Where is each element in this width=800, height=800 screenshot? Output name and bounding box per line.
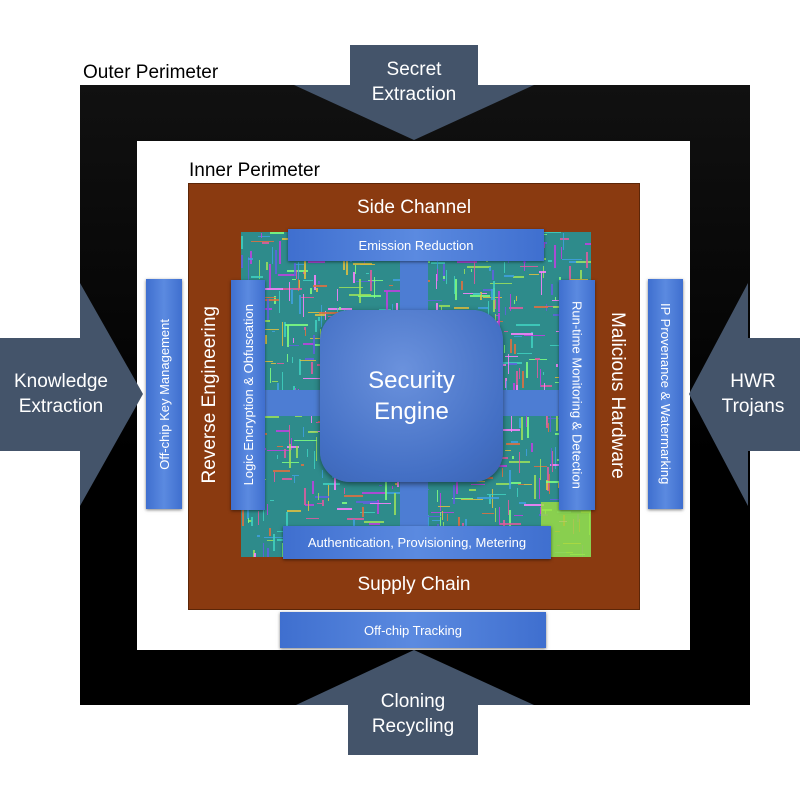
side-channel-label: Side Channel	[356, 197, 472, 218]
knowledge-extraction-arrow	[0, 283, 143, 506]
malicious-hardware-label: Malicious Hardware	[607, 311, 628, 479]
connector-top	[400, 254, 428, 314]
secret-extraction-label: Secret Extraction	[350, 58, 478, 107]
outer-perimeter-label: Outer Perimeter	[83, 62, 219, 83]
knowledge-extraction-label: Knowledge Extraction	[0, 370, 122, 419]
secret-extraction-line2: Extraction	[371, 83, 457, 105]
runtime-monitoring-bar: Run-time Monitoring & Detection	[559, 280, 595, 510]
cloning-recycling-label: Cloning Recycling	[348, 690, 478, 739]
offchip-tracking-text: Off-chip Tracking	[363, 622, 463, 638]
secret-extraction-arrow	[294, 45, 534, 140]
hwr-trojans-line2: Trojans	[721, 395, 785, 417]
logic-encryption-bar: Logic Encryption & Obfuscation	[231, 280, 265, 510]
knowledge-extraction-line2: Extraction	[18, 395, 104, 417]
offchip-tracking-bar: Off-chip Tracking	[280, 612, 546, 648]
cloning-recycling-line2: Recycling	[371, 715, 455, 737]
key-management-bar: Off-chip Key Management	[146, 279, 182, 509]
ip-provenance-bar: IP Provenance & Watermarking	[648, 279, 683, 509]
knowledge-extraction-line1: Knowledge	[13, 371, 109, 392]
security-engine-line2: Engine	[374, 398, 449, 425]
hwr-trojans-label: HWR Trojans	[706, 370, 800, 419]
emission-reduction-text: Emission Reduction	[358, 237, 474, 253]
hwr-trojans-arrow	[689, 283, 800, 506]
connector-right	[500, 390, 560, 416]
security-engine: Security Engine	[320, 310, 503, 482]
cloning-recycling-arrow	[296, 650, 534, 755]
authentication-text: Authentication, Provisioning, Metering	[307, 535, 527, 550]
secret-extraction-line1: Secret	[386, 59, 442, 80]
emission-reduction-bar: Emission Reduction	[288, 229, 544, 261]
ip-provenance-text: IP Provenance & Watermarking	[658, 303, 673, 485]
cloning-recycling-line1: Cloning	[380, 691, 446, 712]
runtime-monitoring-text: Run-time Monitoring & Detection	[569, 301, 585, 489]
inner-perimeter-label: Inner Perimeter	[189, 160, 320, 181]
connector-bottom	[400, 478, 428, 533]
authentication-bar: Authentication, Provisioning, Metering	[283, 526, 551, 559]
hwr-trojans-line1: HWR	[730, 371, 776, 392]
supply-chain-label: Supply Chain	[357, 574, 471, 595]
malicious-hardware-slot: Malicious Hardware	[596, 280, 638, 510]
security-engine-line1: Security	[368, 366, 455, 394]
connector-left	[264, 390, 324, 416]
